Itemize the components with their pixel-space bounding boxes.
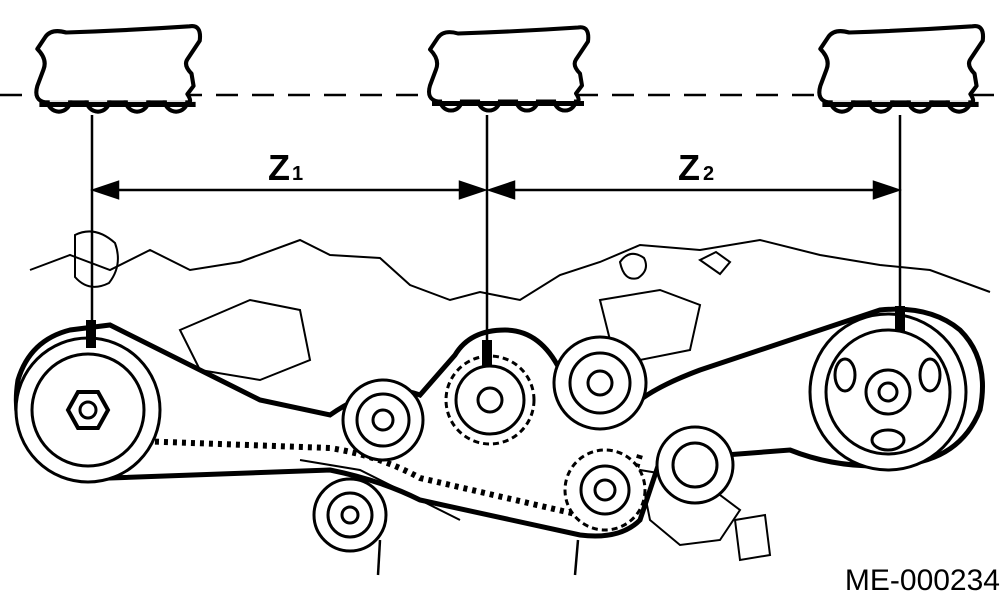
dimension-arrow-z2	[486, 180, 902, 200]
leader-lines	[90, 115, 902, 360]
z1-label: Z	[268, 147, 290, 188]
idler-pulley-left	[341, 378, 425, 462]
belt-section-right	[819, 26, 983, 112]
dimension-arrow-z1	[90, 180, 488, 200]
right-cam-sprocket	[808, 312, 968, 472]
belt-section-left	[36, 26, 200, 112]
idler-pulley-center	[552, 335, 648, 431]
idler-pulley-lower	[655, 425, 735, 505]
left-cam-sprocket	[14, 336, 162, 484]
belt-marks	[86, 306, 905, 366]
belt-section-center	[429, 27, 588, 110]
z1-subscript: 1	[292, 163, 303, 185]
z2-subscript: 2	[703, 163, 714, 185]
figure-id: ME-000234	[845, 564, 1000, 597]
tensioner-pulley	[312, 477, 388, 553]
z2-label: Z	[678, 147, 700, 188]
water-pump-sprocket	[563, 448, 647, 532]
crank-sprocket	[444, 354, 536, 446]
